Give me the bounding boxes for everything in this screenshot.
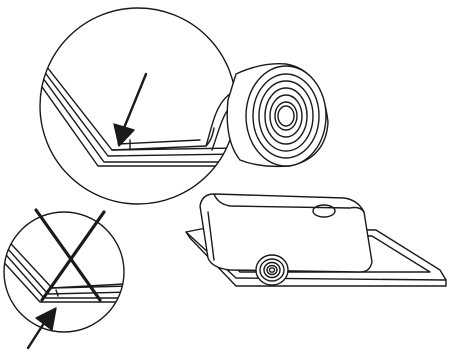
tape-roll-small-icon	[256, 255, 288, 285]
arrow-correct-icon	[114, 74, 146, 146]
tap-hole	[313, 205, 335, 217]
arrow-incorrect-icon	[28, 308, 56, 348]
correct-detail-panel	[40, 8, 246, 204]
incorrect-detail-panel	[0, 210, 130, 348]
sink-edge-section-correct	[40, 58, 236, 166]
tape-roll-icon	[227, 64, 328, 167]
cross-out-icon	[36, 210, 104, 300]
sink-overview	[186, 194, 446, 286]
sink-bowl	[200, 194, 372, 272]
